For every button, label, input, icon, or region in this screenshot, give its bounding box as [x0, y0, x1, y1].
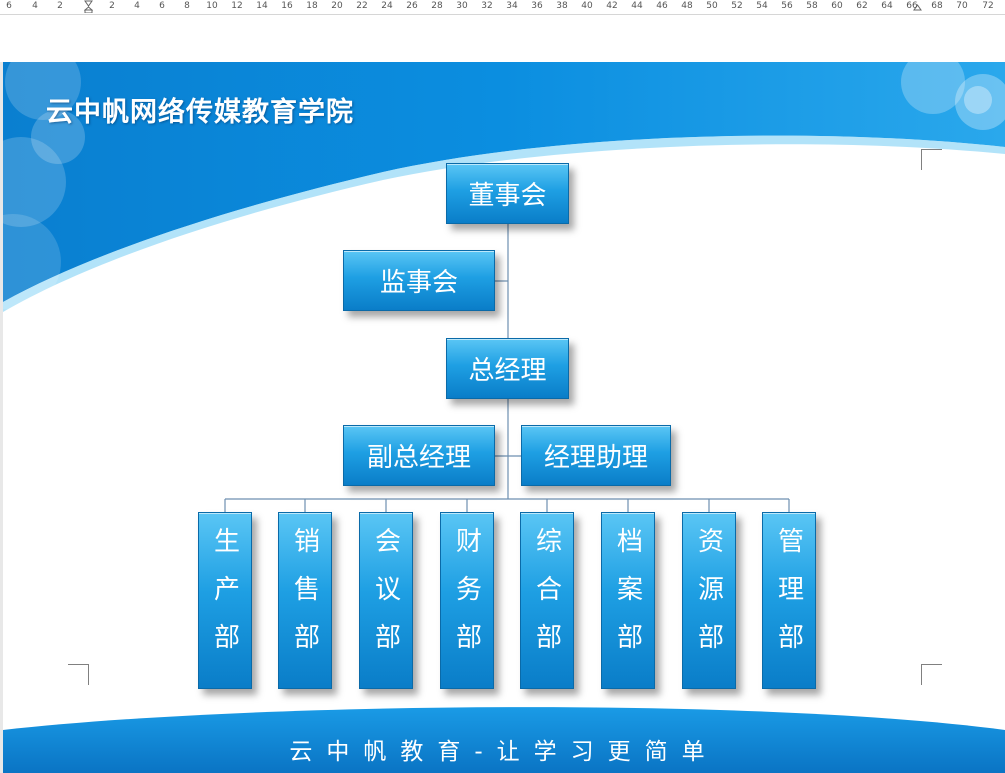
org-node-dept-resources[interactable]: 资源部 — [682, 512, 736, 689]
ruler-tick-label: 64 — [881, 1, 892, 11]
org-node-dept-sales[interactable]: 销售部 — [278, 512, 332, 689]
ruler-tick-label: 12 — [231, 1, 242, 11]
ruler-tick-label: 60 — [831, 1, 842, 11]
ruler-tick-label: 8 — [184, 1, 190, 11]
org-node-dept-management[interactable]: 管理部 — [762, 512, 816, 689]
ruler-tick-label: 48 — [681, 1, 692, 11]
ruler-tick-label: 46 — [656, 1, 667, 11]
org-node-gm-assistant[interactable]: 经理助理 — [521, 425, 671, 486]
ruler-tick-label: 24 — [381, 1, 392, 11]
ruler-tick-label: 34 — [506, 1, 517, 11]
ruler-tick-label: 68 — [931, 1, 942, 11]
page-top-margin — [0, 15, 1005, 62]
ruler-tick-label: 62 — [856, 1, 867, 11]
ruler-tick-label: 36 — [531, 1, 542, 11]
ruler-tick-label: 56 — [781, 1, 792, 11]
ruler-tick-label: 50 — [706, 1, 717, 11]
ruler-tick-label: 2 — [109, 1, 115, 11]
ruler-tick-label: 4 — [134, 1, 140, 11]
org-node-general-manager[interactable]: 总经理 — [446, 338, 569, 399]
ruler-tick-label: 16 — [281, 1, 292, 11]
org-node-dept-general[interactable]: 综合部 — [520, 512, 574, 689]
ruler-tick-label: 6 — [159, 1, 165, 11]
org-node-dept-meetings[interactable]: 会议部 — [359, 512, 413, 689]
org-node-supervisory[interactable]: 监事会 — [343, 250, 495, 311]
org-node-deputy-gm[interactable]: 副总经理 — [343, 425, 495, 486]
org-node-dept-finance[interactable]: 财务部 — [440, 512, 494, 689]
ruler-tick-label: 10 — [206, 1, 217, 11]
ruler-tick-label: 52 — [731, 1, 742, 11]
ruler-tick-label: 4 — [32, 1, 38, 11]
first-line-indent-marker-icon[interactable] — [84, 0, 93, 13]
ruler-tick-label: 22 — [356, 1, 367, 11]
ruler-tick-label: 66 — [906, 1, 917, 11]
ruler-tick-label: 30 — [456, 1, 467, 11]
ruler-tick-label: 6 — [6, 1, 12, 11]
org-node-dept-production[interactable]: 生产部 — [198, 512, 252, 689]
ruler-tick-label: 58 — [806, 1, 817, 11]
document-page: 云中帆网络传媒教育学院 云中帆教育-让学习更简单 董事会 监事会 总经理 副总经… — [3, 62, 1005, 773]
ruler-tick-label: 2 — [57, 1, 63, 11]
org-node-board[interactable]: 董事会 — [446, 163, 569, 224]
ruler-tick-label: 54 — [756, 1, 767, 11]
ruler-tick-label: 28 — [431, 1, 442, 11]
ruler-tick-label: 32 — [481, 1, 492, 11]
ruler-tick-label: 44 — [631, 1, 642, 11]
ruler-tick-label: 20 — [331, 1, 342, 11]
ruler-tick-label: 38 — [556, 1, 567, 11]
ruler-tick-label: 26 — [406, 1, 417, 11]
ruler-tick-label: 72 — [982, 1, 993, 11]
org-node-dept-archives[interactable]: 档案部 — [601, 512, 655, 689]
ruler-tick-label: 40 — [581, 1, 592, 11]
ruler-tick-label: 42 — [606, 1, 617, 11]
ruler-tick-label: 70 — [956, 1, 967, 11]
ruler-tick-label: 14 — [256, 1, 267, 11]
ruler-tick-label: 18 — [306, 1, 317, 11]
